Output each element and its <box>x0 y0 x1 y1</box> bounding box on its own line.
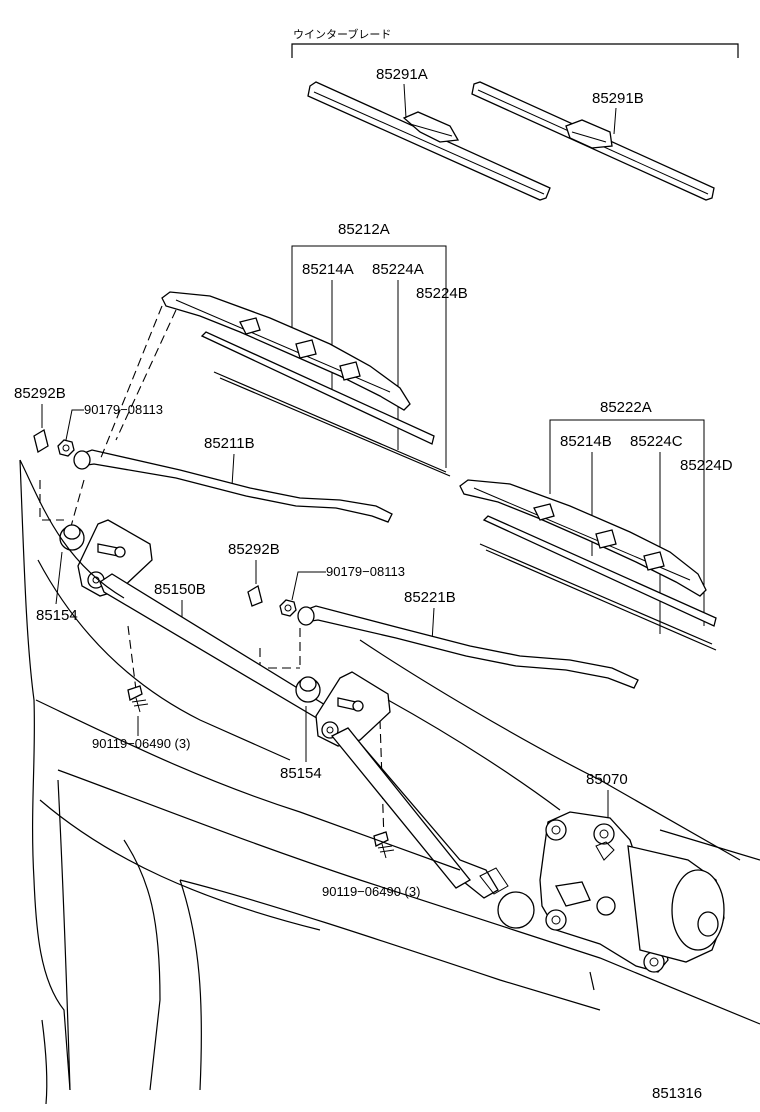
wiper-motor[interactable] <box>539 811 725 973</box>
leader-85211B <box>231 453 235 487</box>
label-85291B: 85291B <box>592 90 644 107</box>
leader-90179-mid <box>291 571 326 601</box>
label-85224D: 85224D <box>680 457 733 474</box>
label-85291A: 85291A <box>376 66 428 83</box>
label-85154-mid: 85154 <box>280 765 322 782</box>
label-85224B: 85224B <box>416 285 468 302</box>
label-85150B: 85150B <box>154 581 206 598</box>
pivot-cap-mid[interactable] <box>247 584 263 607</box>
wiper-blade-left[interactable] <box>161 291 411 411</box>
wiper-blade-right[interactable] <box>459 479 707 597</box>
leader-85291B <box>613 107 617 135</box>
label-90179-mid: 90179−08113 <box>326 564 405 579</box>
label-85214A: 85214A <box>302 261 354 278</box>
label-90179-left: 90179−08113 <box>84 402 163 417</box>
nut-mid[interactable] <box>279 599 297 617</box>
label-85214B: 85214B <box>560 433 612 450</box>
link-bracket-left[interactable] <box>77 519 153 597</box>
winter-blade-label: ウインターブレード <box>293 27 391 41</box>
label-85292B-left: 85292B <box>14 385 66 402</box>
bolt-left[interactable] <box>127 685 149 713</box>
nut-left[interactable] <box>57 439 75 457</box>
bracket-85212A <box>291 245 447 468</box>
wiper-arm-left[interactable] <box>73 449 393 523</box>
link-rod[interactable] <box>99 573 535 929</box>
wiper-arm-right[interactable] <box>297 605 639 689</box>
label-85211B: 85211B <box>204 435 255 452</box>
blade-rubber-85214B[interactable] <box>482 515 717 627</box>
label-90119-left: 90119−06490 (3) <box>92 736 190 751</box>
leader-90179-left <box>65 409 84 441</box>
label-85154-left: 85154 <box>36 607 78 624</box>
blade-rubber-85214A[interactable] <box>200 331 435 445</box>
winter-blade-bracket <box>291 43 739 58</box>
bracket-85222A <box>549 419 705 626</box>
label-85221B: 85221B <box>404 589 456 606</box>
label-90119-right: 90119−06490 (3) <box>322 884 420 899</box>
label-85224C: 85224C <box>630 433 683 450</box>
label-85222A: 85222A <box>600 399 652 416</box>
bolt-right[interactable] <box>373 831 395 859</box>
label-85292B-mid: 85292B <box>228 541 280 558</box>
pivot-cap-left[interactable] <box>33 428 49 454</box>
label-85070: 85070 <box>586 771 628 788</box>
link-bracket-mid[interactable] <box>315 671 471 889</box>
label-85224A: 85224A <box>372 261 424 278</box>
winter-blade-b[interactable] <box>471 81 715 201</box>
vehicle-body-outline <box>19 459 760 1105</box>
winter-blade-a[interactable] <box>307 81 551 201</box>
leader-85154-left <box>55 551 63 605</box>
pivot-mid[interactable] <box>295 676 321 703</box>
backing-plate-85224C-85224D[interactable] <box>479 543 717 651</box>
label-85212A: 85212A <box>338 221 390 238</box>
backing-plate-85224A-85224B[interactable] <box>213 371 451 477</box>
pivot-left[interactable] <box>59 524 85 551</box>
diagram-number: 851316 <box>652 1085 702 1102</box>
leader-85291A <box>403 83 407 119</box>
